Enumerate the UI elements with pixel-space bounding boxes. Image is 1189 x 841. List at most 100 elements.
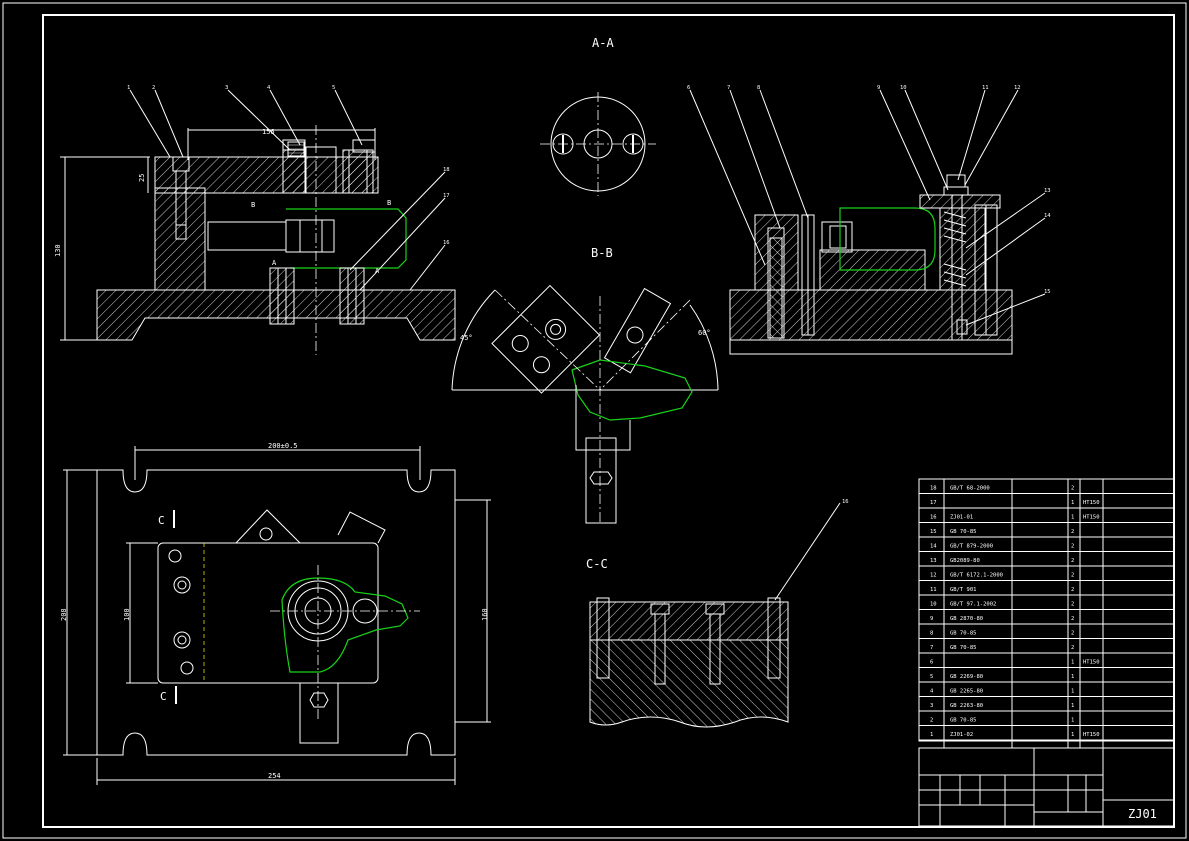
balloon-11: 11 [982,85,989,91]
parts-row-number: 18 [930,486,937,492]
parts-row-quantity: 1 [1071,515,1074,521]
section-c-c-title: C-C [586,557,608,571]
parts-row-number: 5 [930,674,933,680]
parts-row-standard: GB/T 6172.1-2000 [950,573,1003,579]
parts-row-quantity: 1 [1071,660,1074,666]
parts-row-standard: GB 2265-80 [950,689,983,695]
title-block: ZJ01 [918,747,1175,827]
section-mark-c-bottom: C [160,690,167,703]
parts-row-quantity: 2 [1071,558,1074,564]
balloon-5: 5 [332,85,335,91]
dim-100: 100 [123,608,131,621]
parts-row-standard: GB 70-85 [950,718,977,724]
parts-row-number: 9 [930,616,933,622]
parts-row-standard: ZJ01-01 [950,515,973,521]
parts-row-standard: GB/T 901 [950,587,977,593]
section-b-b-title: B-B [591,246,613,260]
parts-row-quantity: 2 [1071,529,1074,535]
balloon-7: 7 [727,85,730,91]
parts-row-standard: GB 70-85 [950,529,977,535]
parts-row-quantity: 2 [1071,573,1074,579]
parts-row-quantity: 2 [1071,616,1074,622]
balloon-14: 14 [1044,213,1051,219]
parts-row-material: HT150 [1083,515,1100,521]
parts-row-quantity: 2 [1071,587,1074,593]
parts-row-quantity: 1 [1071,703,1074,709]
parts-row-standard: GB/T 97.1-2002 [950,602,996,608]
top-view: C C 200±0.5 254 208 100 160 [60,442,491,785]
parts-row-quantity: 2 [1071,602,1074,608]
balloon-16-cc: 16 [842,499,849,505]
parts-row-standard: ZJ01-02 [950,732,973,738]
angle-60: 60° [698,329,711,337]
parts-row-quantity: 1 [1071,718,1074,724]
balloon-13: 13 [1044,188,1051,194]
section-mark-c-top: C [158,514,165,527]
balloon-12: 12 [1014,85,1021,91]
dim-254: 254 [268,772,281,780]
balloon-2: 2 [152,85,155,91]
parts-row-quantity: 2 [1071,544,1074,550]
balloon-18: 18 [443,167,450,173]
balloon-1: 1 [127,85,130,91]
balloon-4: 4 [267,85,271,91]
parts-row-material: HT150 [1083,660,1100,666]
parts-row-number: 3 [930,703,933,709]
balloon-9: 9 [877,85,880,91]
balloon-15: 15 [1044,289,1051,295]
parts-row-number: 4 [930,689,934,695]
balloon-8: 8 [757,85,760,91]
side-view: 6 7 8 9 10 11 12 13 14 15 [687,85,1051,355]
parts-row-number: 12 [930,573,937,579]
balloon-16: 16 [443,240,450,246]
section-a-a-view: A-A [540,36,656,196]
balloon-17: 17 [443,193,450,199]
parts-row-standard: GB 2263-80 [950,703,983,709]
parts-row-quantity: 1 [1071,500,1074,506]
parts-row-number: 13 [930,558,937,564]
section-b-b-view: B-B 45° 60° [451,246,719,525]
section-mark-b-right: B [387,199,391,207]
front-view: 156 130 25 B B A A 1 2 3 4 5 18 17 16 [54,85,456,355]
parts-row-number: 15 [930,529,937,535]
parts-row-standard: GB 2870-80 [950,616,983,622]
parts-row-number: 14 [930,544,937,550]
parts-row-number: 10 [930,602,937,608]
parts-row-standard: GB 70-85 [950,645,977,651]
section-a-a-title: A-A [592,36,614,50]
balloon-10: 10 [900,85,907,91]
parts-row-quantity: 2 [1071,631,1074,637]
parts-row-number: 11 [930,587,937,593]
parts-row-standard: GB 2269-80 [950,674,983,680]
section-mark-a-left: A [272,259,277,267]
angle-45: 45° [460,334,473,342]
drawing-number: ZJ01 [1128,807,1157,821]
dim-156: 156 [262,128,275,136]
parts-row-quantity: 1 [1071,674,1074,680]
balloon-6: 6 [687,85,690,91]
parts-row-quantity: 1 [1071,732,1074,738]
parts-row-standard: GB2089-80 [950,558,980,564]
dim-208: 208 [60,608,68,621]
dim-200-tol: 200±0.5 [268,442,298,450]
parts-row-material: HT150 [1083,500,1100,506]
parts-row-number: 1 [930,732,933,738]
parts-row-number: 8 [930,631,933,637]
section-mark-b-left: B [251,201,255,209]
parts-row-standard: GB/T 879-2000 [950,544,993,550]
parts-row-standard: GB 70-85 [950,631,977,637]
parts-row-number: 2 [930,718,933,724]
dim-160: 160 [481,608,489,621]
dim-25: 25 [138,174,146,182]
parts-row-standard: GB/T 68-2000 [950,486,990,492]
sheet-inner-border [42,14,1175,828]
section-c-c-view: C-C 16 [586,499,849,728]
parts-row-quantity: 2 [1071,486,1074,492]
parts-row-number: 17 [930,500,937,506]
parts-row-number: 6 [930,660,933,666]
parts-row-material: HT150 [1083,732,1100,738]
